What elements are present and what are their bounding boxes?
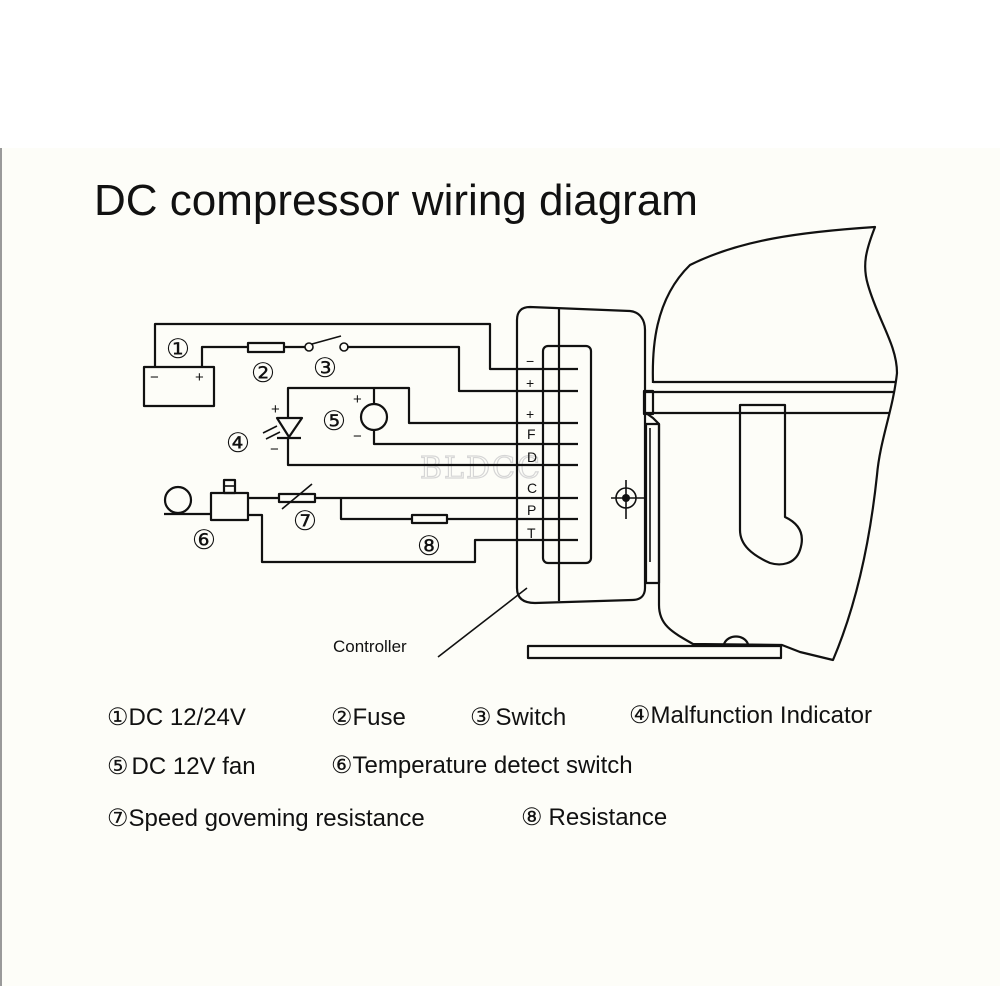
diagram-panel [0, 148, 1000, 986]
battery: − + [142, 365, 216, 408]
terminal-d: D [527, 449, 537, 465]
resistor-symbol [410, 513, 449, 525]
callout-3: ③ [313, 353, 337, 383]
callout-1: ① [166, 334, 190, 364]
page-title: DC compressor wiring diagram [94, 176, 698, 225]
led-plus: + [271, 401, 280, 418]
fan-plus: + [353, 391, 362, 408]
led-minus: − [270, 441, 279, 458]
fan-minus: − [353, 428, 362, 445]
wires [153, 322, 578, 564]
callout-5: ⑤ [322, 406, 346, 436]
legend-item-1: ①DC 12/24V [107, 704, 246, 731]
controller-label: Controller [333, 637, 407, 656]
terminal-plus: + [526, 375, 534, 391]
terminal-c: C [527, 480, 537, 496]
temperature-switch-symbol [163, 478, 250, 522]
callout-2: ② [251, 358, 275, 388]
legend-item-2: ②Fuse [331, 704, 406, 731]
battery-minus: − [150, 369, 159, 386]
legend-item-4: ④Malfunction Indicator [629, 702, 872, 729]
terminal-minus: − [526, 353, 534, 369]
callout-6: ⑥ [192, 525, 216, 555]
controller: − + + F D C P T Controller [333, 305, 647, 658]
terminal-p: P [527, 502, 536, 518]
mount-target-icon [611, 480, 645, 519]
battery-plus: + [195, 369, 204, 386]
terminal-plus-fan: + [526, 406, 534, 422]
terminal-f: F [527, 426, 536, 442]
callout-8: ⑧ [417, 531, 441, 561]
callout-4: ④ [226, 428, 250, 458]
watermark: BLDCC [420, 451, 542, 486]
base-plate [526, 644, 783, 660]
led-indicator-symbol: + − [262, 401, 304, 458]
callout-7: ⑦ [293, 506, 317, 536]
legend-item-7: ⑦Speed goveming resistance [107, 805, 425, 832]
switch-symbol [304, 335, 349, 352]
fuse-symbol [246, 341, 286, 354]
legend-item-6: ⑥Temperature detect switch [331, 752, 633, 779]
speed-resistor-symbol [277, 483, 317, 510]
fan-symbol: + − [353, 391, 389, 445]
terminal-t: T [527, 525, 536, 541]
compressor [526, 225, 899, 662]
